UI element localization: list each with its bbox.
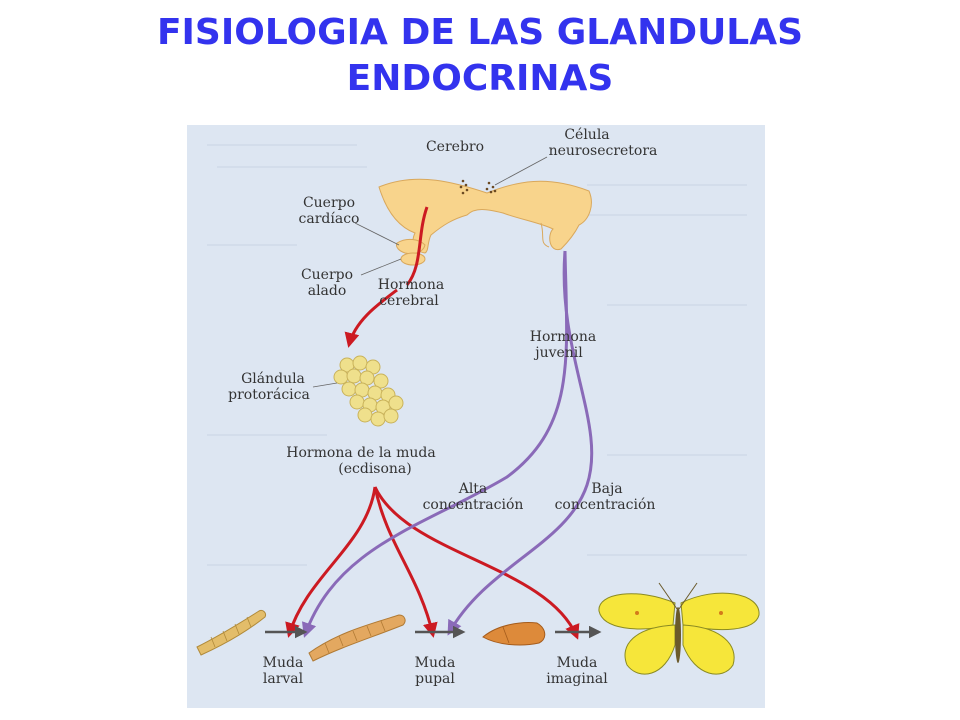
label-alta-2: concentración: [423, 497, 524, 513]
arrow-brain-hormone: [405, 206, 429, 286]
arrow-juvenile-left: [301, 250, 569, 638]
label-muda-imaginal-1: Muda: [557, 655, 598, 671]
arrow-ecdysone-imaginal: [373, 486, 580, 640]
title-line-1: FISIOLOGIA DE LAS GLANDULAS: [156, 12, 804, 53]
label-baja-1: Baja: [591, 481, 622, 497]
red-hormone-arrows: [285, 206, 580, 640]
title-line-2: ENDOCRINAS: [346, 58, 614, 99]
pupa-illustration: [482, 622, 546, 646]
brain-illustration: [378, 178, 592, 254]
diagram-labels: Cerebro Célula neurosecretora Cuerpo car…: [228, 127, 657, 687]
label-hormona-cerebral-2: cerebral: [379, 293, 439, 309]
label-muda-larval-1: Muda: [263, 655, 304, 671]
label-muda-pupal-1: Muda: [415, 655, 456, 671]
label-hormona-cerebral-1: Hormona: [378, 277, 444, 293]
label-baja-2: concentración: [555, 497, 656, 513]
butterfly-illustration: [598, 582, 760, 675]
arrow-to-prothoracic-gland: [344, 288, 398, 348]
label-hormona-juvenil-1: Hormona: [530, 329, 596, 345]
label-glandula-2: protorácica: [228, 387, 310, 403]
label-cerebro: Cerebro: [426, 139, 484, 155]
larva-2-illustration: [308, 614, 406, 662]
label-celula-1: Célula: [564, 127, 609, 143]
background-texture: [207, 144, 747, 566]
label-cuerpo-alado-2: alado: [308, 283, 347, 299]
label-cuerpo-cardiaco-2: cardíaco: [299, 211, 360, 227]
label-muda-pupal-2: pupal: [415, 671, 455, 687]
label-hormona-muda-1: Hormona de la muda: [286, 445, 435, 461]
purple-hormone-arrows: [301, 250, 594, 638]
arrow-ecdysone-pupal: [373, 486, 438, 638]
label-alta-1: Alta: [458, 481, 488, 497]
label-glandula-1: Glándula: [241, 371, 305, 387]
label-hormona-muda-2: (ecdisona): [338, 461, 411, 477]
arrow-juvenile-right: [447, 250, 594, 636]
label-muda-larval-2: larval: [263, 671, 304, 687]
larva-1-illustration: [196, 610, 266, 656]
slide-title: FISIOLOGIA DE LAS GLANDULAS ENDOCRINAS: [0, 10, 960, 102]
arrow-ecdysone-larval: [285, 486, 377, 638]
label-cuerpo-cardiaco-1: Cuerpo: [303, 195, 355, 211]
label-muda-imaginal-2: imaginal: [546, 671, 608, 687]
label-cuerpo-alado-1: Cuerpo: [301, 267, 353, 283]
label-celula-2: neurosecretora: [549, 143, 658, 159]
endocrine-diagram: Cerebro Célula neurosecretora Cuerpo car…: [187, 125, 765, 708]
prothoracic-gland-illustration: [333, 355, 404, 427]
corpora-allata: [400, 252, 426, 266]
label-hormona-juvenil-2: juvenil: [533, 345, 583, 361]
leader-lines: [312, 156, 548, 388]
